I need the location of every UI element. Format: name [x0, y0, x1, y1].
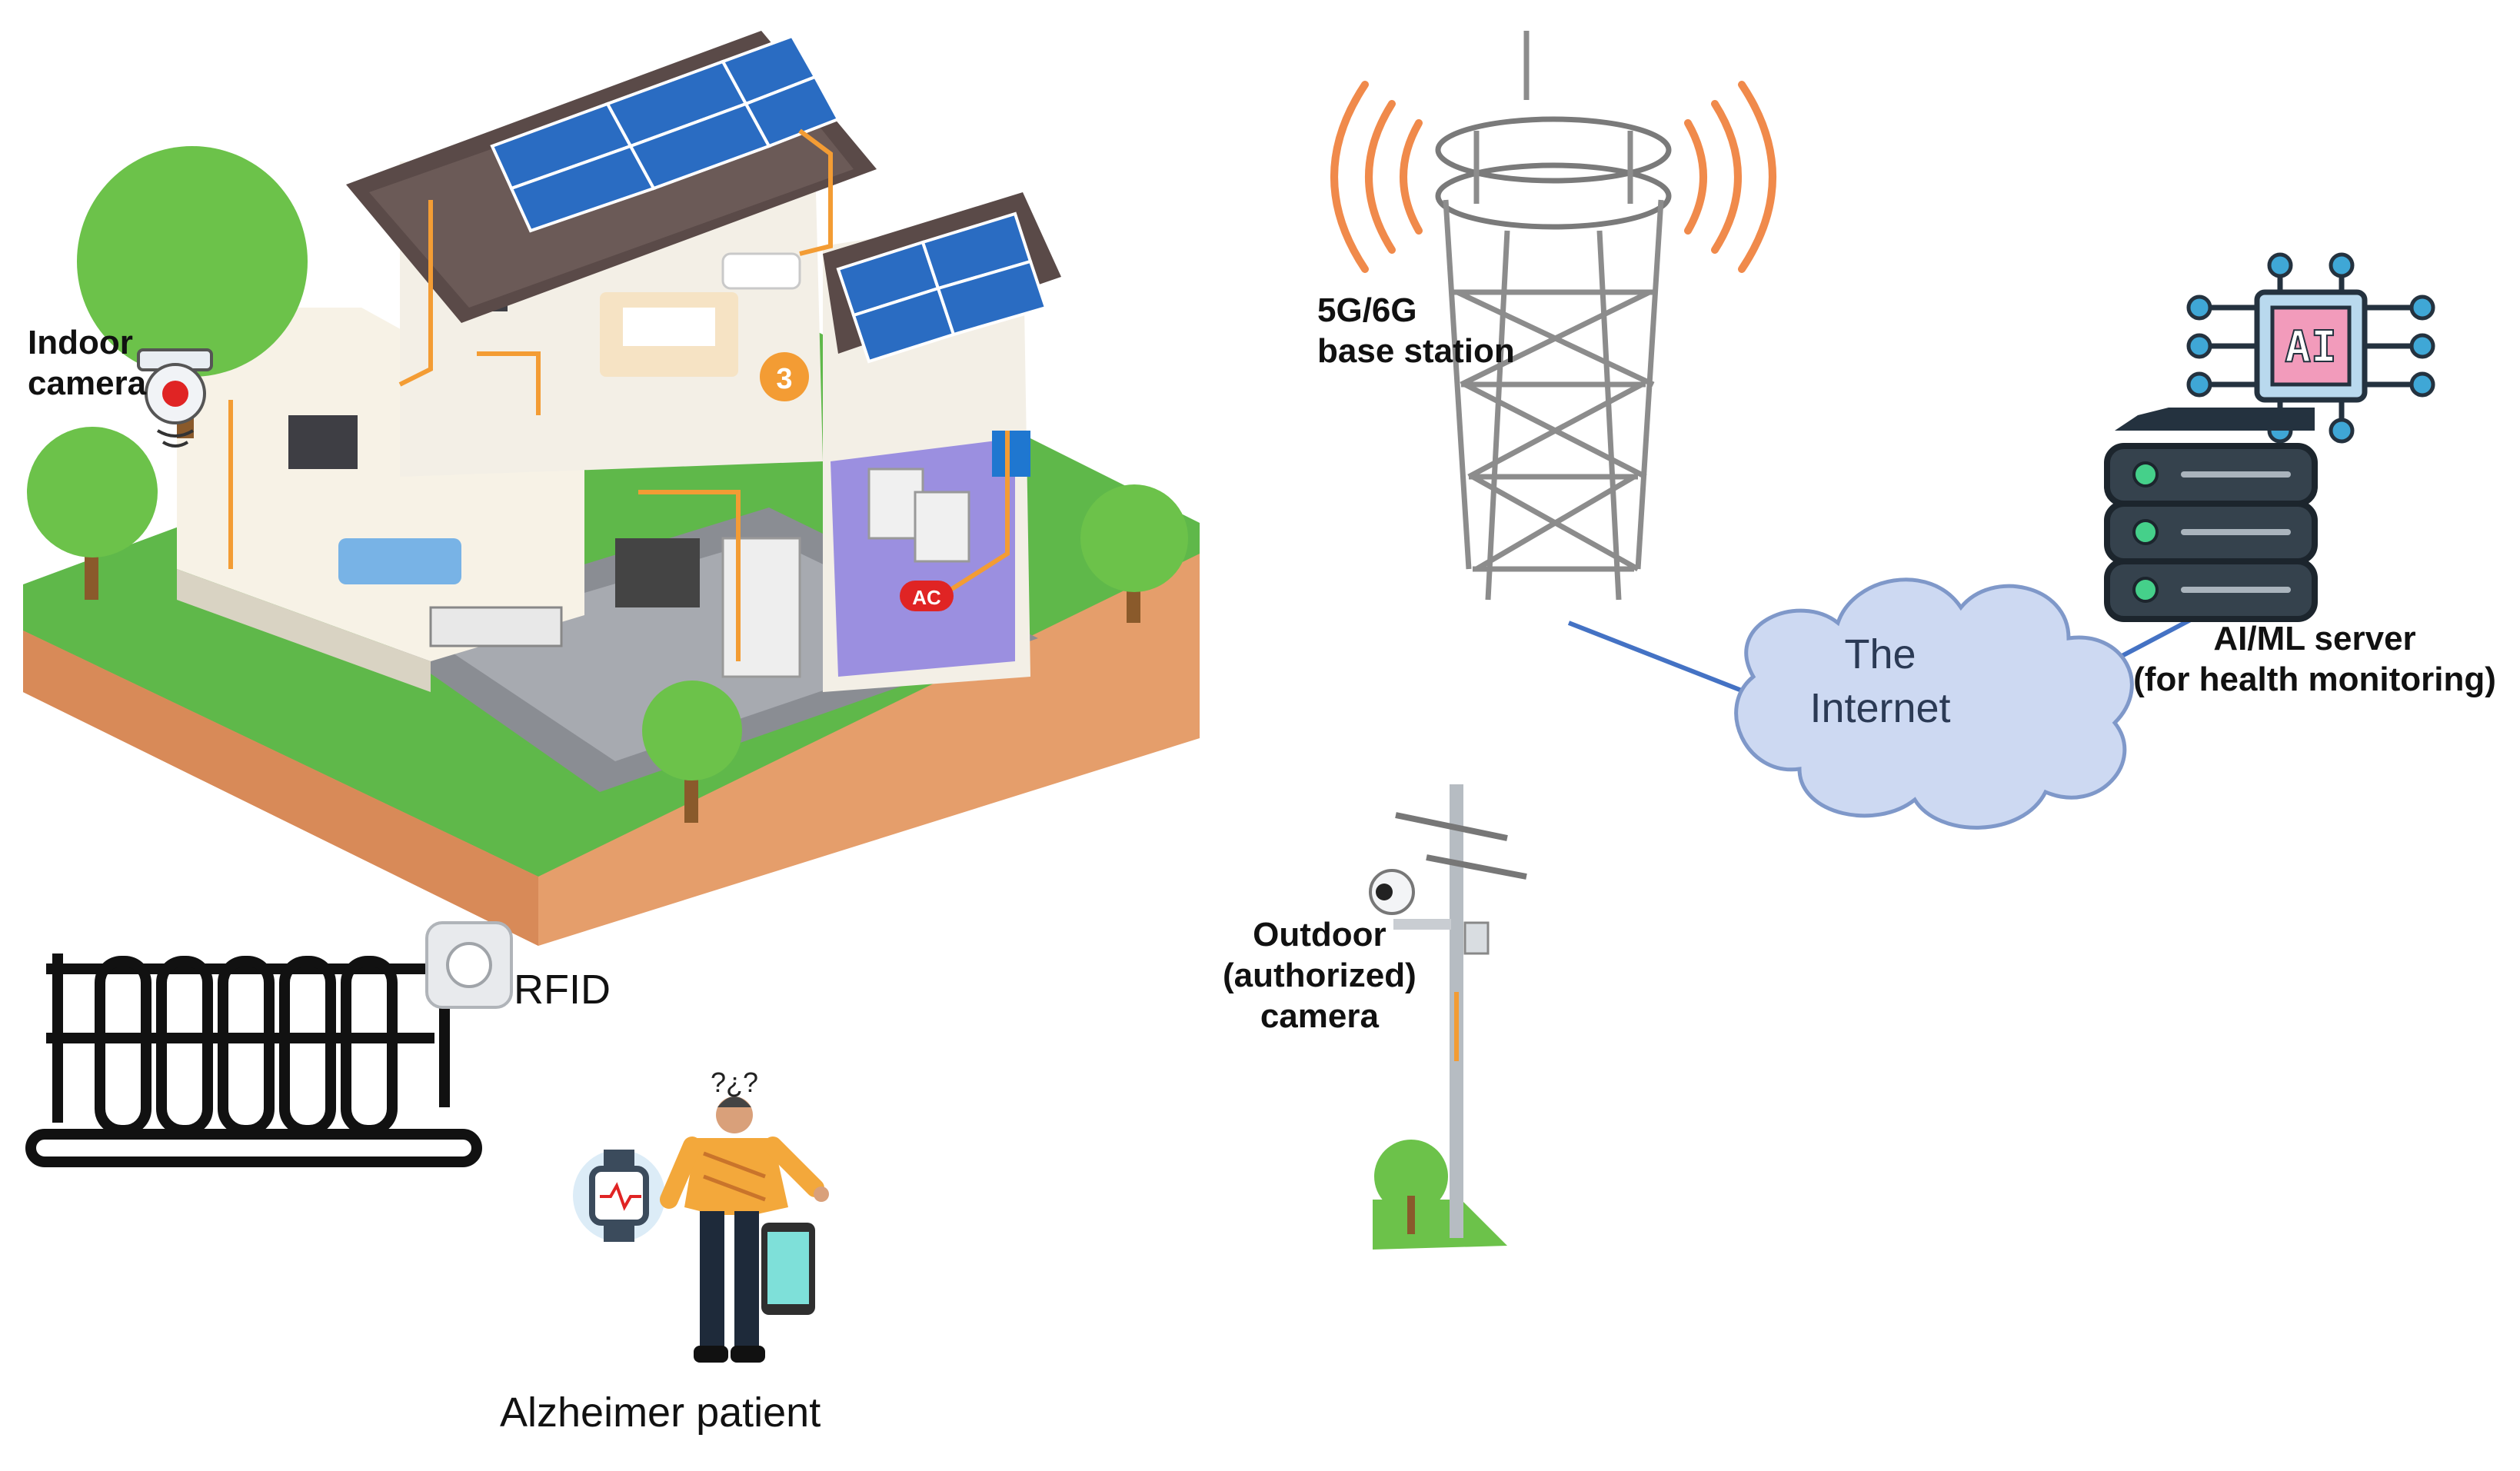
person-icon: ?¿? [660, 1067, 829, 1363]
tree-icon [27, 146, 1188, 823]
house-icon: 3 AC [23, 31, 1200, 946]
smartphone-icon [761, 1223, 815, 1315]
internet-label: The Internet [1809, 631, 1951, 732]
tower-icon [1435, 31, 1672, 601]
cloud-icon [1734, 577, 2134, 830]
signal-waves-icon [1330, 81, 1776, 273]
pole-camera-icon [1369, 784, 1527, 1250]
outdoor-camera-label: Outdoor (authorized) camera [1223, 916, 1416, 1035]
gate-icon [25, 953, 482, 1167]
patient-label: Alzheimer patient [500, 1389, 821, 1436]
ac-tag: AC [912, 586, 941, 609]
house-badge: 3 [776, 363, 792, 395]
ai-chip-label: AI [2285, 322, 2336, 372]
patient-thought: ?¿? [711, 1067, 758, 1098]
server-icon [2104, 408, 2318, 622]
base-station-label: 5G/6G base station [1317, 291, 1515, 370]
rfid-label: RFID [514, 967, 611, 1013]
smartwatch-icon [573, 1150, 665, 1242]
indoor-camera-icon [137, 348, 213, 448]
indoor-camera-label: Indoor camera [28, 324, 147, 402]
rfid-reader-icon [425, 921, 513, 1009]
server-label: AI/ML server (for health monitoring) [2133, 620, 2496, 698]
